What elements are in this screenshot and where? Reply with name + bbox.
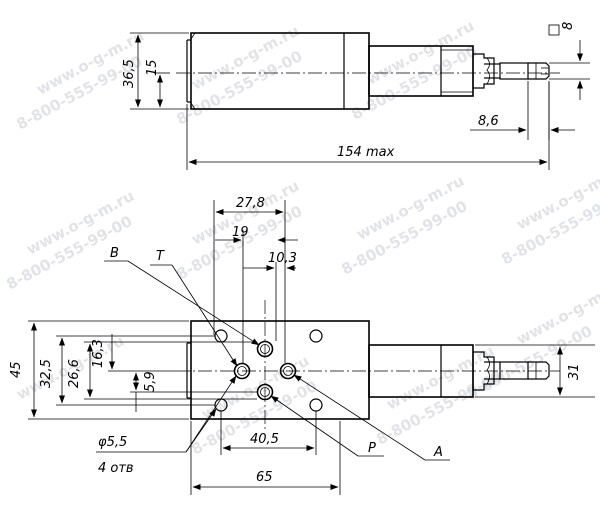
- port-t: [233, 362, 251, 380]
- dim-65: 65: [256, 470, 273, 485]
- dim-10-3: 10,3: [268, 251, 297, 266]
- label-port-a: A: [433, 445, 443, 460]
- mounting-hole: [214, 329, 228, 343]
- top-view: 36,5 15 8 8,6 154 max: [122, 22, 590, 170]
- label-port-t: T: [156, 249, 165, 264]
- dim-32-5: 32,5: [39, 359, 54, 388]
- dim-15: 15: [145, 59, 160, 76]
- port-b: [256, 340, 274, 358]
- label-port-b: B: [110, 246, 119, 261]
- label-port-p: P: [368, 441, 376, 456]
- dim-8-6: 8,6: [478, 114, 499, 129]
- dim-154-max: 154 max: [337, 145, 395, 160]
- dim-45: 45: [9, 361, 24, 378]
- lock-nut-front: [472, 351, 495, 391]
- front-view: 27,8 19 10,3 B T 45 32,5 26,6 16,3 5: [9, 196, 595, 495]
- adjusting-screw-front: [499, 361, 529, 380]
- port-a: [279, 362, 297, 380]
- dim-31: 31: [567, 363, 582, 380]
- lock-nut-top: [472, 53, 495, 89]
- dim-40-5: 40,5: [250, 432, 279, 447]
- square-symbol: [548, 24, 560, 36]
- label-hole-count: 4 отв: [98, 461, 134, 476]
- watermark-layer: www.o-g-m.ru 8-800-555-99-00 www.o-g-m.r…: [3, 17, 600, 459]
- dim-19: 19: [232, 225, 249, 240]
- dim-square-8: 8: [561, 22, 576, 30]
- label-hole-diameter: φ5,5: [98, 435, 127, 450]
- mounting-hole: [309, 329, 323, 343]
- dim-27-8: 27,8: [236, 196, 265, 211]
- dim-26-6: 26,6: [67, 359, 82, 388]
- dim-16-3: 16,3: [91, 339, 106, 368]
- dim-36-5: 36,5: [122, 59, 137, 88]
- mounting-hole: [309, 398, 323, 412]
- adjusting-screw-top: [499, 62, 529, 80]
- dim-5-9: 5,9: [143, 371, 158, 392]
- port-p: [256, 383, 274, 401]
